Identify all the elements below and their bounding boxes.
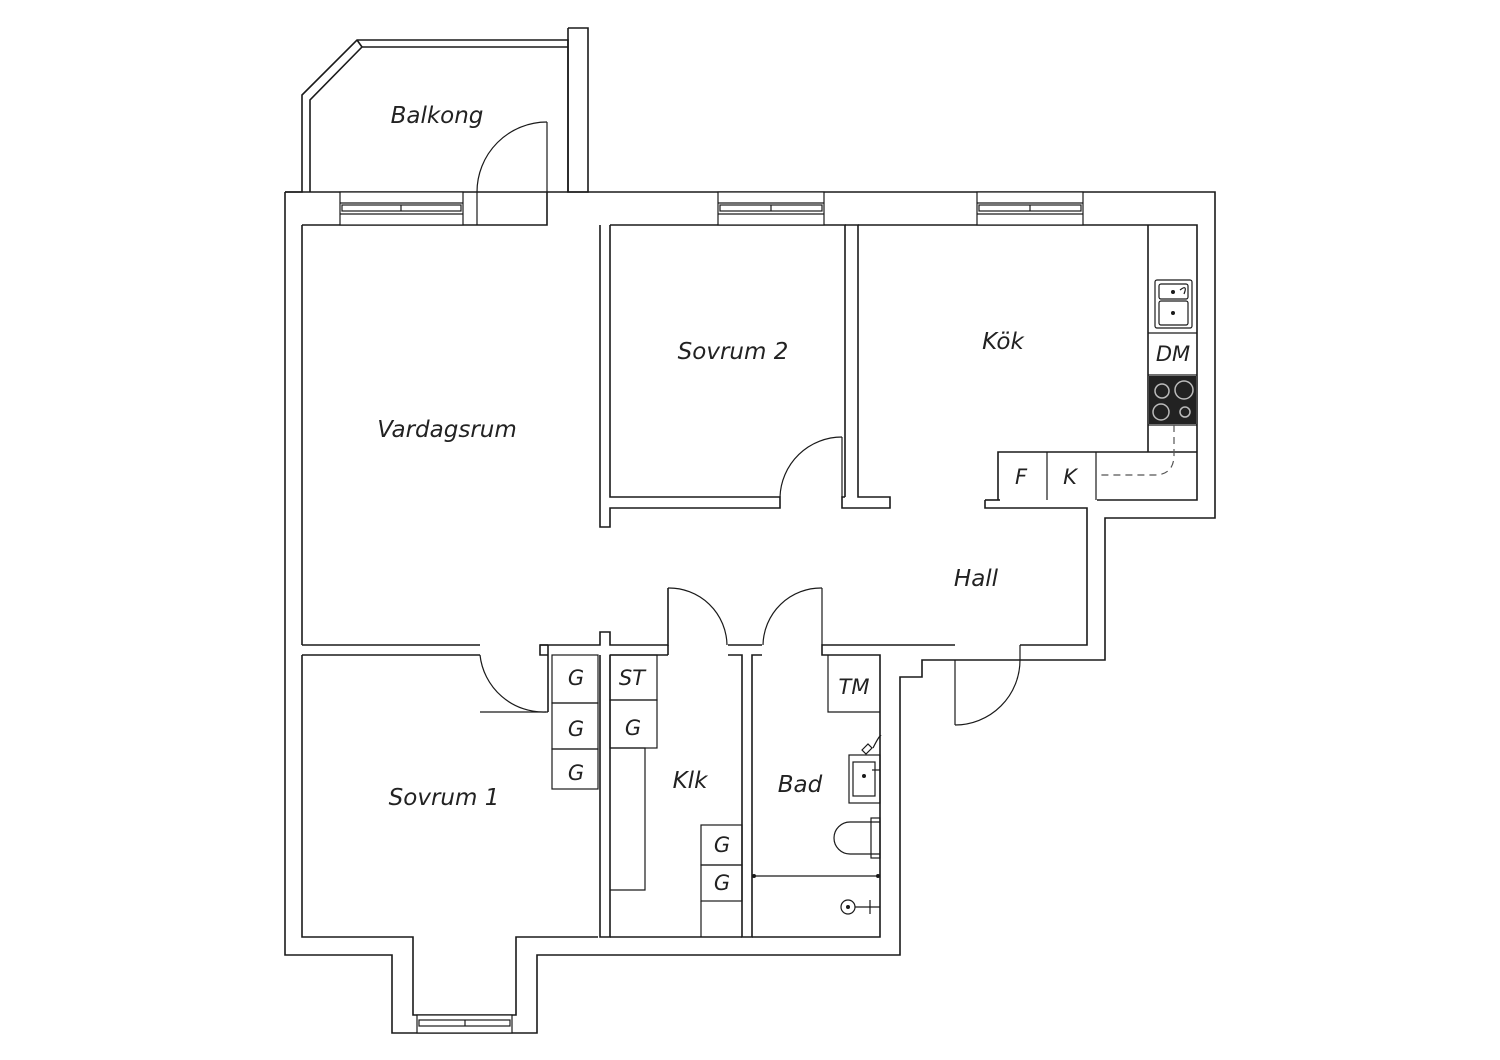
window-sovrum2 xyxy=(717,191,825,226)
outer-wall-inner-line xyxy=(301,192,1198,1016)
window-vardagsrum xyxy=(339,191,464,226)
label-balkong: Balkong xyxy=(391,103,484,129)
label-bad: Bad xyxy=(778,772,823,798)
wardrobes-sovrum1 xyxy=(551,654,599,790)
toilet-icon xyxy=(833,817,881,859)
label-k: K xyxy=(1063,465,1079,489)
label-hall: Hall xyxy=(954,566,999,592)
sink-icon xyxy=(1154,279,1193,329)
label-g: G xyxy=(714,833,730,857)
door-sovrum1 xyxy=(479,654,548,713)
label-sovrum1: Sovrum 1 xyxy=(389,785,500,811)
kitchen-counter xyxy=(997,225,1197,500)
door-sovrum2 xyxy=(779,436,843,498)
door-entrance xyxy=(954,645,1021,726)
label-g: G xyxy=(568,666,584,690)
label-kok: Kök xyxy=(982,329,1025,355)
shower-icon xyxy=(752,874,880,915)
label-tm: TM xyxy=(839,675,870,699)
window-sovrum1 xyxy=(416,1014,513,1034)
label-klk: Klk xyxy=(673,768,709,794)
label-st: ST xyxy=(619,666,647,690)
outer-wall-outer-line xyxy=(284,191,1216,1034)
label-g: G xyxy=(625,716,641,740)
label-g: G xyxy=(568,761,584,785)
door-klk xyxy=(667,587,728,646)
bathroom-fixtures xyxy=(827,655,882,804)
label-g: G xyxy=(568,717,584,741)
interior-walls xyxy=(302,224,1000,938)
wardrobes-klk xyxy=(609,654,743,937)
door-bad xyxy=(762,587,823,646)
window-kok xyxy=(976,191,1084,226)
label-vardagsrum: Vardagsrum xyxy=(377,417,517,443)
label-dm: DM xyxy=(1156,342,1190,366)
door-balkong xyxy=(476,121,548,225)
label-f: F xyxy=(1015,465,1028,489)
label-g: G xyxy=(714,871,730,895)
stove-icon xyxy=(1149,376,1196,424)
label-sovrum2: Sovrum 2 xyxy=(678,339,789,365)
